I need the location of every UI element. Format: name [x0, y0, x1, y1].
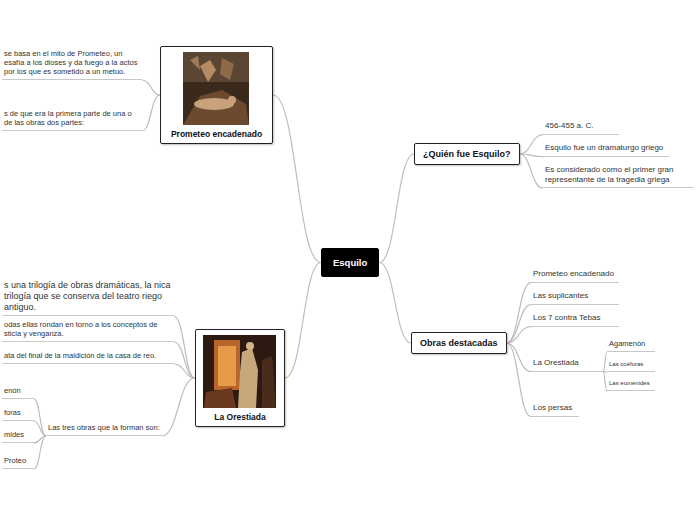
branch-connector: [285, 263, 321, 379]
branch-connector: [507, 327, 531, 343]
topic-text: Los 7 contra Tebas: [533, 313, 617, 323]
box-title: ¿Quién fue Esquilo?: [423, 149, 511, 159]
leaf-topic: s una trilogía de obras dramáticas, la n…: [2, 280, 174, 316]
branch-connector: [507, 283, 531, 343]
branch-connector: [507, 305, 531, 343]
branch-connector: [379, 154, 414, 263]
leaf-topic: 456-455 a. C.: [543, 121, 619, 135]
leaf-topic: Las suplicantes: [531, 291, 619, 305]
leaf-topic: Las tres obras que la forman son:: [46, 423, 162, 436]
box-title: Obras destacadas: [420, 338, 498, 348]
leaf-topic: Esquilo fue un dramaturgo griego: [543, 143, 669, 157]
leaf-topic: ata del final de la maldición de la casa…: [2, 351, 174, 364]
branch-connector: [34, 421, 46, 436]
topic-text: s de que era la primera parte de una o d…: [4, 109, 140, 127]
image-box: Prometeo encadenado: [160, 46, 273, 144]
topic-text: 456-455 a. C.: [545, 121, 617, 131]
branch-box: Obras destacadas: [411, 332, 507, 354]
leaf-topic: Agamenón: [607, 339, 655, 352]
leaf-topic: Prometeo encadenado: [531, 269, 619, 283]
box-title: Prometeo encadenado: [171, 129, 262, 139]
box-title: Esquilo: [333, 257, 367, 268]
topic-text: Proteo: [4, 456, 32, 465]
topic-text: Los persas: [533, 403, 577, 413]
branch-connector: [520, 135, 544, 154]
topic-text: Las euménides: [609, 380, 653, 387]
image-box: La Orestiada: [195, 329, 285, 427]
branch-connector: [34, 436, 46, 469]
leaf-topic: s de que era la primera parte de una o d…: [2, 109, 142, 131]
leaf-topic: enón: [2, 386, 34, 399]
prometheus-painting: [183, 52, 249, 125]
central-topic: Esquilo: [321, 248, 379, 277]
topic-text: La Orestiada: [533, 358, 601, 368]
branch-connector: [273, 95, 321, 263]
leaf-topic: Proteo: [2, 456, 34, 469]
leaf-topic: Las coéforas: [607, 361, 655, 372]
topic-text: Las tres obras que la forman son:: [48, 423, 160, 432]
topic-text: se basa en el mito de Prometeo, un esafí…: [4, 49, 140, 76]
orestes-painting: [203, 335, 276, 408]
branch-connector: [174, 316, 195, 378]
branch-connector: [507, 343, 531, 372]
box-title: La Orestiada: [214, 412, 266, 422]
leaf-topic: Los persas: [531, 403, 579, 417]
topic-text: Las suplicantes: [533, 291, 617, 301]
leaf-topic: foras: [2, 408, 34, 421]
topic-text: s una trilogía de obras dramáticas, la n…: [4, 280, 172, 312]
branch-connector: [379, 263, 411, 344]
leaf-topic: se basa en el mito de Prometeo, un esafí…: [2, 49, 142, 80]
leaf-topic: odas ellas rondan en torno a los concept…: [2, 320, 174, 342]
leaf-topic: Las euménides: [607, 380, 655, 391]
leaf-topic: Es considerado como el primer gran repre…: [543, 165, 694, 188]
branch-connector: [174, 342, 195, 378]
leaf-topic: mides: [2, 430, 34, 443]
branch-connector: [34, 399, 46, 436]
leaf-topic: La Orestiada: [531, 358, 603, 372]
topic-text: enón: [4, 386, 32, 395]
topic-text: odas ellas rondan en torno a los concept…: [4, 320, 172, 338]
branch-connector: [142, 80, 160, 95]
topic-text: mides: [4, 430, 32, 439]
branch-connector: [520, 154, 544, 188]
branch-connector: [142, 95, 160, 131]
topic-text: Esquilo fue un dramaturgo griego: [545, 143, 667, 153]
topic-text: Es considerado como el primer gran repre…: [545, 165, 692, 184]
topic-text: ata del final de la maldición de la casa…: [4, 351, 172, 360]
branch-connector: [507, 343, 531, 417]
leaf-topic: Los 7 contra Tebas: [531, 313, 619, 327]
branch-box: ¿Quién fue Esquilo?: [414, 143, 520, 165]
topic-text: Prometeo encadenado: [533, 269, 617, 279]
topic-text: foras: [4, 408, 32, 417]
branch-connector: [162, 378, 195, 436]
topic-text: Las coéforas: [609, 361, 653, 368]
branch-connector: [174, 364, 195, 378]
topic-text: Agamenón: [609, 339, 653, 348]
